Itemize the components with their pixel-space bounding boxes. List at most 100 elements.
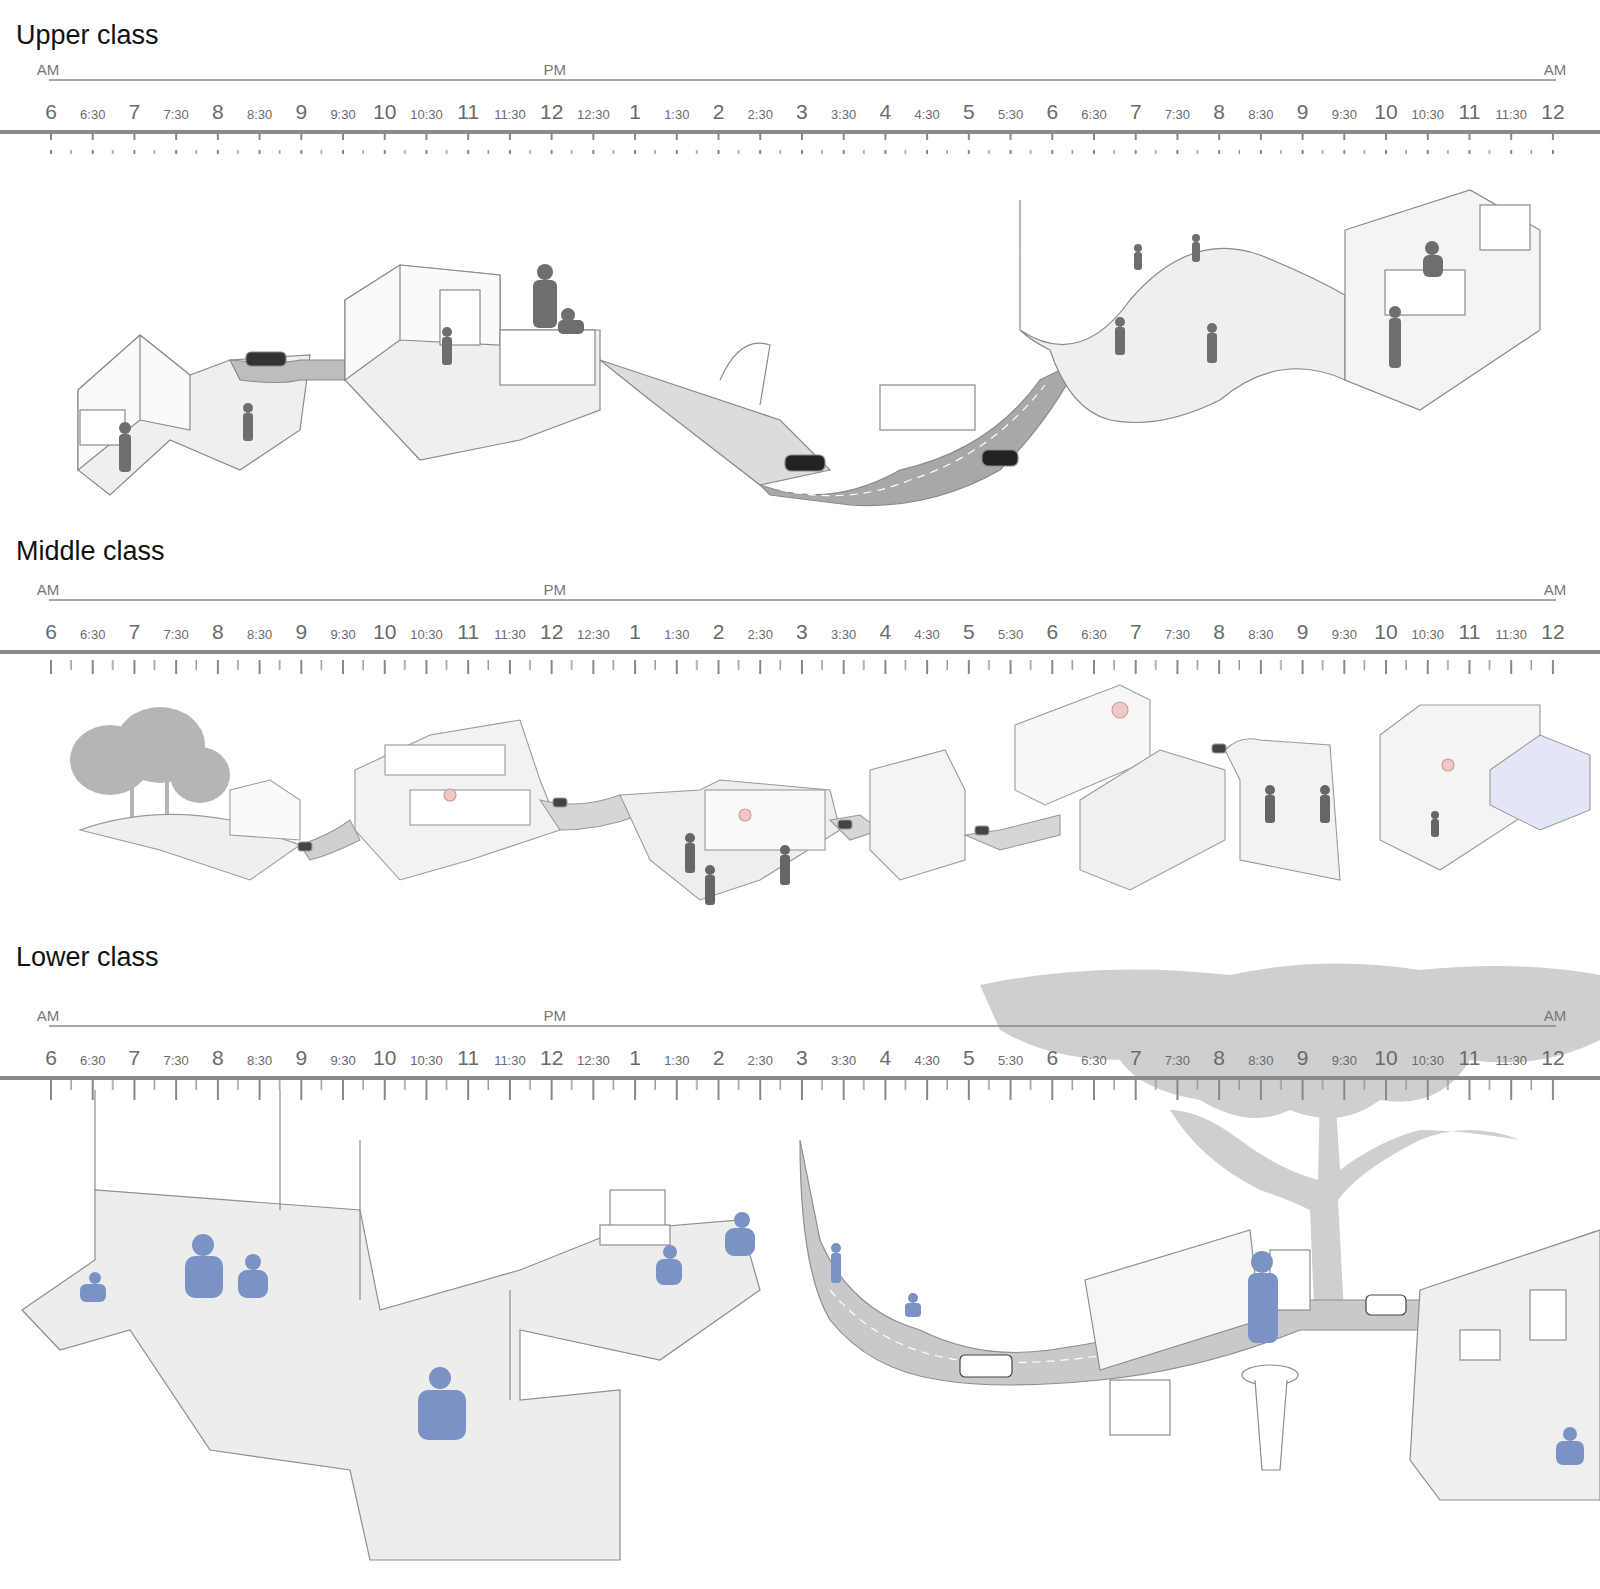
time-tick-label: 12:30 <box>577 108 610 121</box>
time-tick-label: 6:30 <box>80 108 105 121</box>
time-tick-label: 7 <box>1130 1047 1142 1068</box>
time-tick-label: 7 <box>129 1047 141 1068</box>
time-tick-label: 2:30 <box>748 108 773 121</box>
middle-class-scene <box>70 685 1590 905</box>
time-tick-label: 10 <box>1374 1047 1397 1068</box>
time-tick-label: 9 <box>295 621 307 642</box>
time-tick-label: 6 <box>45 101 57 122</box>
time-tick-label: 9:30 <box>1332 628 1357 641</box>
time-tick-label: 4:30 <box>914 108 939 121</box>
time-tick-label: 9:30 <box>330 628 355 641</box>
time-tick-label: 10 <box>1374 101 1397 122</box>
time-tick-label: 9 <box>295 1047 307 1068</box>
time-tick-label: 10:30 <box>410 108 443 121</box>
am-pm-marker: AM <box>37 62 60 77</box>
time-tick-label: 11:30 <box>494 108 526 121</box>
time-tick-label: 7:30 <box>1165 628 1190 641</box>
time-tick-label: 8:30 <box>247 628 272 641</box>
lower-class-scene <box>22 1090 1600 1560</box>
time-tick-label: 11 <box>1459 101 1481 122</box>
time-tick-label: 7 <box>1130 621 1142 642</box>
time-tick-label: 9:30 <box>330 108 355 121</box>
time-tick-label: 8 <box>212 101 224 122</box>
time-tick-label: 8 <box>1213 621 1225 642</box>
time-tick-label: 11:30 <box>494 1054 526 1067</box>
time-tick-label: 3:30 <box>831 108 856 121</box>
time-tick-label: 11 <box>1459 621 1481 642</box>
time-tick-label: 12 <box>1541 101 1564 122</box>
time-tick-label: 9 <box>1297 101 1309 122</box>
time-tick-label: 6:30 <box>80 1054 105 1067</box>
time-tick-label: 12:30 <box>577 628 610 641</box>
time-tick-label: 1 <box>629 1047 641 1068</box>
time-tick-label: 6 <box>45 1047 57 1068</box>
time-tick-label: 3 <box>796 101 808 122</box>
time-tick-label: 12:30 <box>577 1054 610 1067</box>
time-tick-label: 10:30 <box>1411 1054 1444 1067</box>
time-tick-label: 11 <box>457 621 479 642</box>
time-tick-label: 9 <box>1297 1047 1309 1068</box>
section-title: Middle class <box>16 538 165 565</box>
am-pm-marker: AM <box>1544 1008 1567 1023</box>
time-tick-label: 9:30 <box>1332 108 1357 121</box>
time-tick-label: 7:30 <box>164 628 189 641</box>
time-tick-label: 10:30 <box>1411 108 1444 121</box>
time-tick-label: 11:30 <box>1495 1054 1527 1067</box>
time-tick-label: 4:30 <box>914 1054 939 1067</box>
time-tick-label: 7:30 <box>1165 108 1190 121</box>
section-title: Upper class <box>16 22 159 49</box>
time-tick-label: 6:30 <box>80 628 105 641</box>
time-tick-label: 8 <box>1213 1047 1225 1068</box>
time-tick-label: 5 <box>963 1047 975 1068</box>
time-tick-label: 2:30 <box>748 628 773 641</box>
time-tick-label: 9 <box>1297 621 1309 642</box>
time-tick-label: 5 <box>963 101 975 122</box>
time-tick-label: 3 <box>796 621 808 642</box>
time-tick-label: 4:30 <box>914 628 939 641</box>
time-tick-label: 6 <box>1046 621 1058 642</box>
time-tick-label: 3:30 <box>831 628 856 641</box>
time-tick-label: 11 <box>457 101 479 122</box>
time-tick-label: 1 <box>629 101 641 122</box>
time-tick-label: 2 <box>713 621 725 642</box>
time-tick-label: 8:30 <box>1248 1054 1273 1067</box>
time-tick-label: 12 <box>540 1047 563 1068</box>
am-pm-marker: AM <box>1544 582 1567 597</box>
time-tick-label: 2 <box>713 1047 725 1068</box>
time-tick-label: 8:30 <box>247 108 272 121</box>
time-tick-label: 6 <box>1046 1047 1058 1068</box>
time-tick-label: 5:30 <box>998 1054 1023 1067</box>
time-tick-label: 8 <box>212 621 224 642</box>
time-tick-label: 6 <box>1046 101 1058 122</box>
time-tick-label: 11:30 <box>494 628 526 641</box>
time-tick-label: 3:30 <box>831 1054 856 1067</box>
time-tick-label: 12 <box>540 621 563 642</box>
am-pm-marker: AM <box>37 1008 60 1023</box>
time-tick-label: 5:30 <box>998 108 1023 121</box>
time-tick-label: 7:30 <box>164 1054 189 1067</box>
time-tick-label: 10 <box>373 621 396 642</box>
time-tick-label: 6:30 <box>1081 1054 1106 1067</box>
time-tick-label: 8:30 <box>247 1054 272 1067</box>
time-tick-label: 11 <box>457 1047 479 1068</box>
time-tick-label: 7 <box>129 101 141 122</box>
time-tick-label: 2 <box>713 101 725 122</box>
time-tick-label: 7:30 <box>164 108 189 121</box>
time-tick-label: 10 <box>373 1047 396 1068</box>
time-tick-label: 12 <box>1541 1047 1564 1068</box>
time-tick-label: 10 <box>373 101 396 122</box>
time-tick-label: 7 <box>1130 101 1142 122</box>
am-pm-marker: AM <box>1544 62 1567 77</box>
time-tick-label: 1:30 <box>664 1054 689 1067</box>
time-tick-label: 5:30 <box>998 628 1023 641</box>
time-tick-label: 11 <box>1459 1047 1481 1068</box>
time-tick-label: 8 <box>1213 101 1225 122</box>
time-tick-label: 9:30 <box>1332 1054 1357 1067</box>
time-tick-label: 7 <box>129 621 141 642</box>
timeline-axes <box>0 80 1600 1100</box>
time-tick-label: 8 <box>212 1047 224 1068</box>
time-tick-label: 10:30 <box>1411 628 1444 641</box>
time-tick-label: 8:30 <box>1248 108 1273 121</box>
time-tick-label: 1:30 <box>664 108 689 121</box>
